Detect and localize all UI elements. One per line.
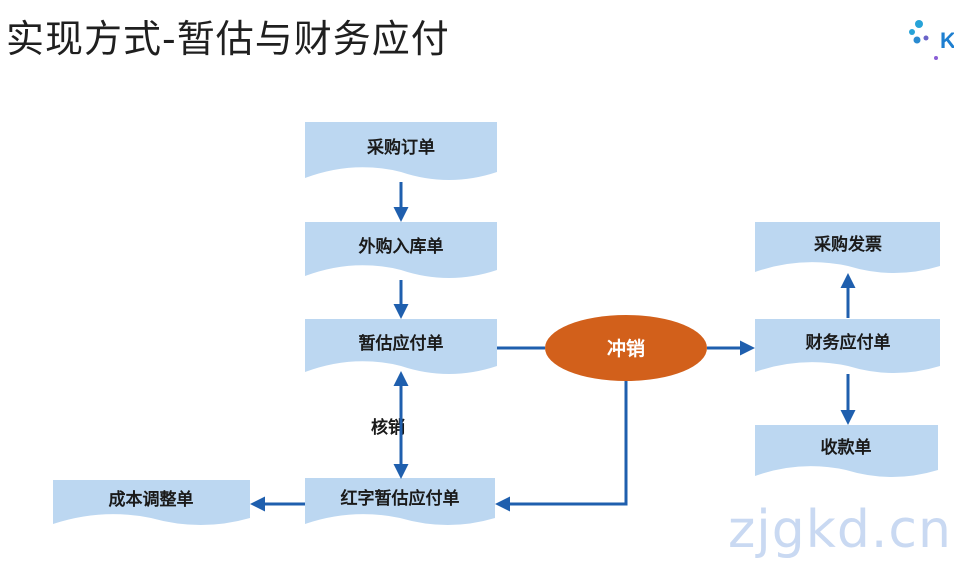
node-estimated-payable-label: 暂估应付单 — [359, 333, 444, 354]
node-receipt: 收款单 — [755, 425, 938, 477]
watermark: zjgkd.cn — [728, 500, 952, 560]
node-offset-label: 冲销 — [607, 337, 645, 360]
node-finance-payable-label: 财务应付单 — [805, 332, 891, 353]
node-cost-adjustment-label: 成本调整单 — [109, 489, 194, 510]
node-cost-adjustment: 成本调整单 — [53, 480, 250, 525]
node-estimated-payable: 暂估应付单 — [305, 319, 497, 374]
node-inbound-receipt-label: 外购入库单 — [359, 236, 444, 257]
node-finance-payable: 财务应付单 — [755, 319, 940, 373]
svg-text:K: K — [940, 28, 954, 53]
node-red-estimated-payable-label: 红字暂估应付单 — [341, 488, 460, 509]
node-receipt-label: 收款单 — [821, 437, 872, 458]
node-purchase-order: 采购订单 — [305, 122, 497, 180]
arrow-offset-to-red-estimated — [495, 381, 628, 512]
page-title: 实现方式-暂估与财务应付 — [6, 17, 450, 61]
node-inbound-receipt: 外购入库单 — [305, 222, 497, 278]
node-purchase-order-label: 采购订单 — [366, 137, 435, 158]
company-logo: K — [909, 20, 954, 60]
node-purchase-invoice: 采购发票 — [755, 222, 940, 273]
node-red-estimated-payable: 红字暂估应付单 — [305, 478, 495, 525]
node-offset: 冲销 — [545, 315, 707, 381]
node-purchase-invoice-label: 采购发票 — [813, 234, 882, 255]
